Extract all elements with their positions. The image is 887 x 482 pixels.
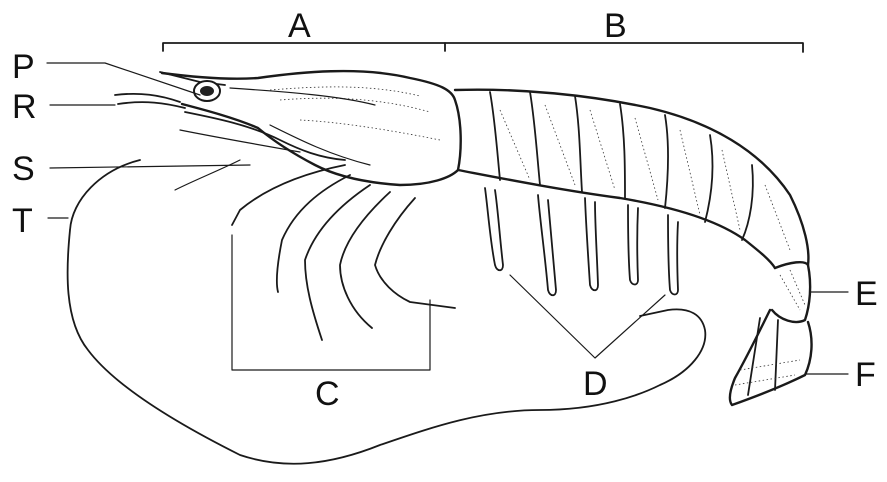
bracket-c bbox=[232, 235, 430, 370]
label-a: A bbox=[288, 7, 311, 45]
label-c: C bbox=[315, 375, 340, 413]
abdomen bbox=[455, 90, 808, 268]
label-e: E bbox=[855, 275, 878, 313]
telson-e bbox=[772, 262, 810, 322]
label-p: P bbox=[12, 48, 35, 86]
label-s: S bbox=[12, 150, 35, 188]
outline-t bbox=[68, 160, 706, 464]
tail-fan-f bbox=[730, 310, 812, 405]
pointer-d bbox=[510, 275, 665, 358]
label-b: B bbox=[604, 7, 627, 45]
label-d: D bbox=[583, 365, 608, 403]
walking-legs bbox=[175, 160, 455, 340]
leader-s bbox=[50, 165, 250, 168]
antennule bbox=[115, 94, 180, 102]
label-t: T bbox=[12, 202, 33, 240]
leader-p bbox=[47, 63, 200, 95]
label-r: R bbox=[12, 88, 37, 126]
label-f: F bbox=[855, 356, 876, 394]
